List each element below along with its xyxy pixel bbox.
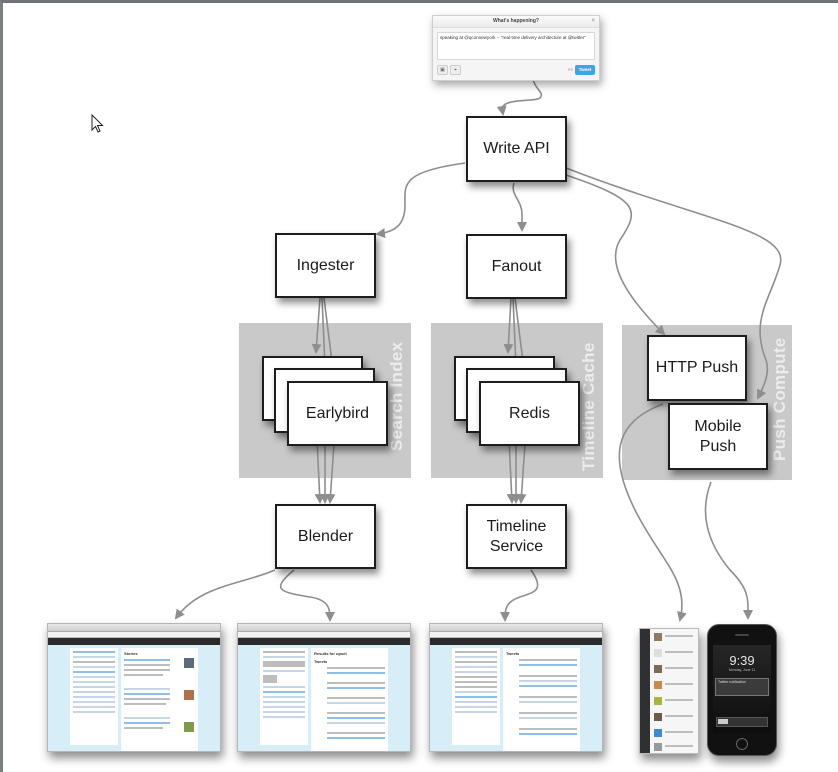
search-results-panel: Results for upset Tweets (311, 648, 388, 751)
camera-icon[interactable]: ▣ (437, 65, 448, 75)
node-redis: Redis (479, 381, 580, 446)
avatar (654, 743, 662, 751)
node-timeline-service: Timeline Service (466, 504, 567, 569)
client-iphone: 9:39 Monday, June 11 Twitter notificatio… (707, 624, 777, 756)
node-label: Earlybird (305, 404, 370, 422)
location-pin-icon[interactable]: ⌖ (450, 65, 461, 75)
stories-heading: Stories (124, 651, 138, 656)
node-label: Fanout (491, 257, 542, 275)
node-label: Blender (297, 527, 354, 545)
avatar (654, 633, 662, 641)
client-desktop-app (639, 628, 699, 754)
search-heading: Results for upset (314, 651, 347, 656)
node-label: HTTP Push (655, 359, 739, 376)
group-label-push-compute: Push Compute (770, 337, 789, 461)
unlock-slider[interactable] (716, 717, 768, 727)
node-label: Redis (509, 404, 550, 422)
story-thumbnail (184, 658, 194, 668)
client-web-stories: Stories (47, 623, 221, 752)
node-write-api: Write API (466, 116, 567, 182)
composer-title: What's happening? (493, 18, 539, 24)
lock-screen: 9:39 Monday, June 11 Twitter notificatio… (713, 645, 771, 733)
lock-clock: 9:39 (729, 653, 755, 668)
home-button[interactable] (736, 738, 748, 750)
avatar (654, 729, 662, 737)
avatar (654, 697, 662, 705)
slider-knob[interactable] (718, 719, 728, 724)
home-timeline-panel: Tweets (503, 648, 580, 751)
lock-date: Monday, June 11 (728, 668, 756, 672)
composer-footer: ▣ ⌖ 66 Tweet (433, 63, 599, 77)
app-sidebar (640, 629, 650, 753)
avatar (654, 665, 662, 673)
story-thumbnail (184, 722, 194, 732)
mouse-cursor-icon (91, 114, 104, 133)
composer-title-bar: What's happening? × (433, 16, 599, 28)
node-http-push: HTTP Push (647, 335, 747, 401)
node-earlybird: Earlybird (287, 381, 388, 446)
node-mobile-push: Mobile Push (668, 403, 768, 470)
client-web-home-timeline: Tweets (429, 623, 603, 752)
avatar (654, 713, 662, 721)
tweet-text-input[interactable]: speaking at @qconnewyork -- "real-time d… (437, 32, 595, 60)
browser-tabbar (430, 624, 602, 632)
node-ingester: Ingester (275, 233, 376, 298)
stories-panel: Stories (121, 648, 198, 751)
twitter-topbar (430, 638, 602, 645)
client-web-search: Results for upset Tweets (237, 623, 411, 752)
browser-urlbar (430, 632, 602, 638)
home-sidebar (452, 648, 500, 745)
timeline-heading: Tweets (506, 651, 520, 656)
story-thumbnail (184, 690, 194, 700)
twitter-topbar (238, 638, 410, 645)
node-label: Write API (483, 140, 550, 157)
browser-urlbar (238, 632, 410, 638)
browser-urlbar (48, 632, 220, 638)
browser-tabbar (48, 624, 220, 632)
node-label: Ingester (296, 256, 355, 274)
node-label: Timeline Service (486, 517, 547, 555)
avatar (654, 681, 662, 689)
group-label-search-index: Search Index (387, 341, 406, 451)
node-blender: Blender (275, 504, 376, 569)
char-count: 66 (567, 67, 573, 72)
avatar (654, 649, 662, 657)
search-sidebar (260, 648, 308, 745)
group-label-timeline-cache: Timeline Cache (579, 342, 598, 471)
phone-speaker (735, 634, 749, 636)
profile-sidebar (70, 648, 118, 745)
tweet-button[interactable]: Tweet (575, 65, 595, 75)
node-label: Mobile Push (694, 417, 742, 455)
tweet-composer-dialog: What's happening? × speaking at @qconnew… (432, 15, 600, 81)
search-subheading: Tweets (314, 659, 328, 664)
twitter-topbar (48, 638, 220, 645)
browser-tabbar (238, 624, 410, 632)
push-notification: Twitter notification (715, 678, 769, 696)
node-fanout: Fanout (466, 234, 567, 299)
close-icon[interactable]: × (591, 18, 595, 24)
